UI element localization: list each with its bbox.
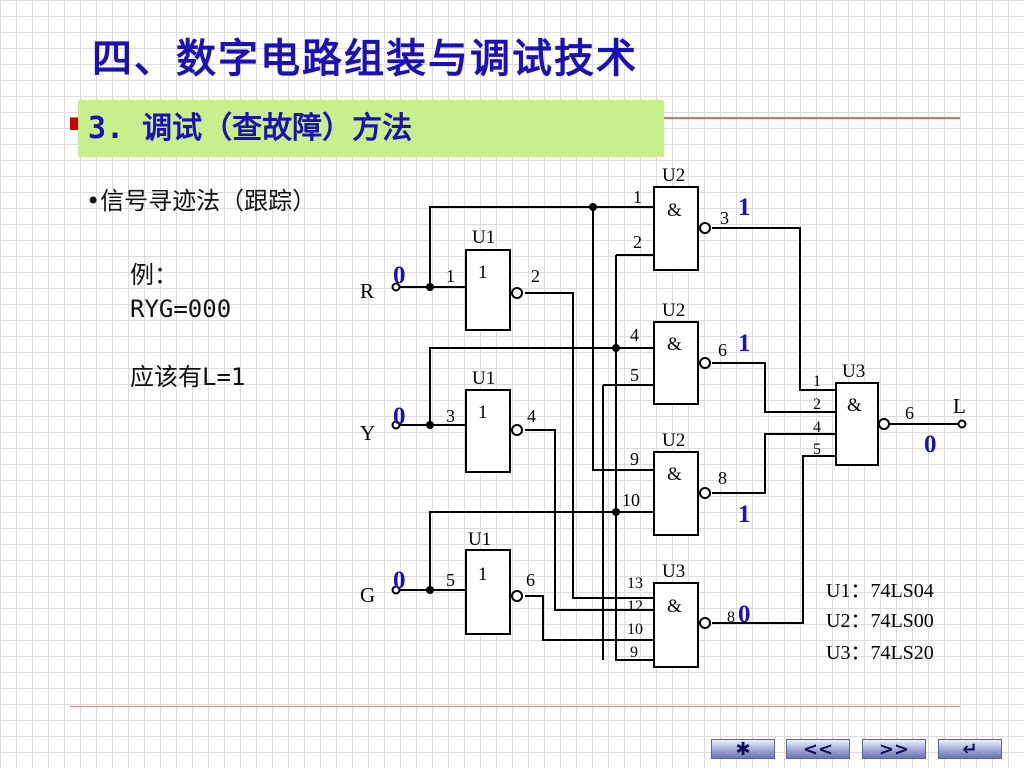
pin-number: 4 xyxy=(630,325,639,345)
nav-home-button[interactable]: ✱ xyxy=(711,738,775,760)
pin-number: 1 xyxy=(446,266,455,286)
u2a-nand-gate xyxy=(653,186,711,271)
chip-label: U1 xyxy=(468,529,491,550)
method-bullet: •信号寻迹法（跟踪） xyxy=(86,187,317,215)
chip-label: U1 xyxy=(472,368,495,389)
footer-divider xyxy=(70,706,960,707)
input-label-y: Y xyxy=(360,421,375,445)
input-terminals xyxy=(391,282,967,595)
example-expected: 应该有L=1 xyxy=(130,363,246,391)
pin-number: 1 xyxy=(813,373,821,390)
probe-value: 0 xyxy=(393,403,406,430)
chip-label: U2 xyxy=(662,165,685,186)
chip-legend-item: U3：74LS20 xyxy=(826,642,934,664)
pin-number: 2 xyxy=(531,266,540,286)
u3a-nand-gate xyxy=(653,582,711,668)
probe-value: 1 xyxy=(738,194,751,221)
chevron-left-icon: << xyxy=(802,738,834,760)
star-icon: ✱ xyxy=(735,738,751,760)
junction-dots xyxy=(426,203,620,594)
gate-symbol: & xyxy=(667,200,682,221)
pin-number: 1 xyxy=(633,187,642,207)
input-label-g: G xyxy=(360,583,375,607)
pin-number: 6 xyxy=(905,403,914,423)
gate-symbol: 1 xyxy=(478,564,488,585)
gate-symbol: & xyxy=(667,334,682,355)
slide-title: 四、数字电路组装与调试技术 xyxy=(92,35,638,82)
pin-number: 12 xyxy=(627,598,643,615)
u1a-inverter xyxy=(465,249,523,331)
probe-value: 1 xyxy=(738,330,751,357)
pin-number: 8 xyxy=(727,609,735,626)
pin-number: 10 xyxy=(627,621,643,638)
circuit-wires xyxy=(398,206,960,661)
probe-value: 1 xyxy=(738,501,751,528)
u3b-nand-gate xyxy=(835,382,890,466)
gate-symbol: & xyxy=(847,395,862,416)
chip-label: U1 xyxy=(472,227,495,248)
gate-symbol: & xyxy=(667,596,682,617)
gate-symbol: 1 xyxy=(478,402,488,423)
pin-number: 6 xyxy=(526,570,535,590)
chip-label: U3 xyxy=(662,561,685,582)
pin-number: 3 xyxy=(720,208,729,228)
probe-value: 0 xyxy=(393,567,406,594)
chip-legend-item: U2：74LS00 xyxy=(826,610,934,632)
pin-number: 13 xyxy=(627,575,643,592)
bullet-marker xyxy=(70,118,78,130)
nav-next-button[interactable]: >> xyxy=(862,738,926,760)
pin-number: 3 xyxy=(446,406,455,426)
pin-number: 4 xyxy=(527,406,536,426)
input-label-r: R xyxy=(360,279,374,303)
nav-return-button[interactable]: ↵ xyxy=(938,738,1002,760)
pin-number: 6 xyxy=(718,340,727,360)
chip-label: U2 xyxy=(662,300,685,321)
probe-value: 0 xyxy=(924,431,937,458)
example-label: 例： xyxy=(130,261,178,289)
pin-number: 4 xyxy=(813,419,821,436)
probe-value: 0 xyxy=(393,262,406,289)
return-arrow-icon: ↵ xyxy=(962,738,978,760)
u2b-nand-gate xyxy=(653,321,711,405)
pin-number: 10 xyxy=(622,490,640,510)
pin-number: 9 xyxy=(630,449,639,469)
section-heading: 3. 调试（查故障）方法 xyxy=(78,100,664,157)
pin-number: 9 xyxy=(630,644,638,661)
gate-symbol: 1 xyxy=(478,262,488,283)
chevron-right-icon: >> xyxy=(878,738,910,760)
chip-label: U3 xyxy=(842,361,865,382)
gate-symbol: & xyxy=(667,464,682,485)
probe-value: 0 xyxy=(738,601,751,628)
example-inputs: RYG=000 xyxy=(130,295,232,323)
u1c-inverter xyxy=(465,549,523,635)
pin-number: 5 xyxy=(446,570,455,590)
pin-number: 5 xyxy=(813,441,821,458)
pin-number: 8 xyxy=(718,468,727,488)
output-label-l: L xyxy=(953,394,966,418)
u1b-inverter xyxy=(465,389,523,473)
pin-number: 2 xyxy=(813,396,821,413)
u2c-nand-gate xyxy=(653,451,711,536)
chip-legend-item: U1：74LS04 xyxy=(826,580,934,602)
pin-number: 5 xyxy=(630,365,639,385)
pin-number: 2 xyxy=(633,232,642,252)
nav-prev-button[interactable]: << xyxy=(786,738,850,760)
chip-label: U2 xyxy=(662,430,685,451)
